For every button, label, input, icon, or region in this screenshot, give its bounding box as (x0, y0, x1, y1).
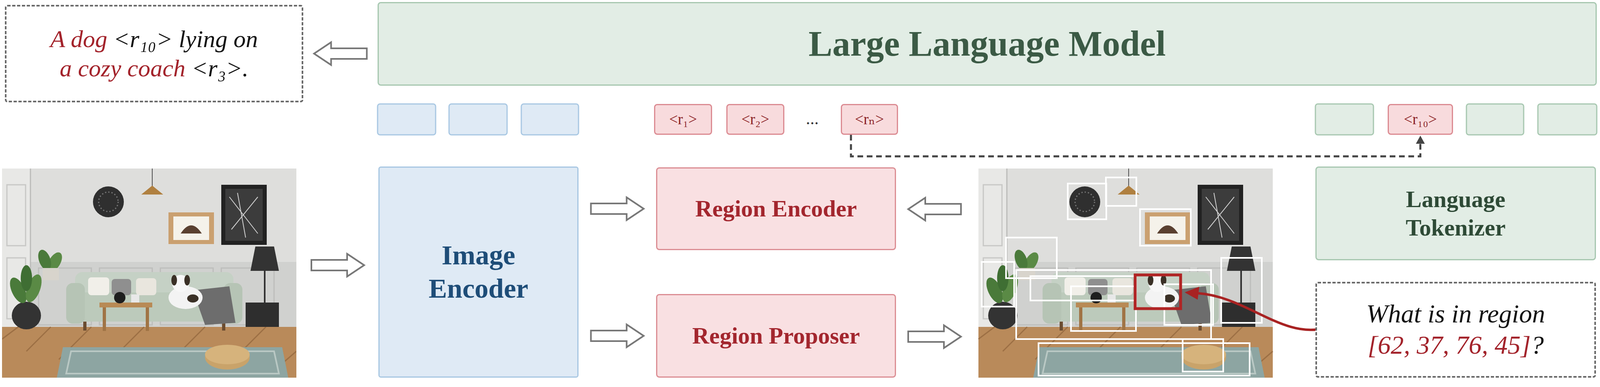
text-line: Language Tokenizer (1374, 185, 1538, 242)
encoder-box: Image Encoder (378, 166, 579, 378)
region-token: <r₁₀> (1387, 103, 1454, 135)
node-text: Region Proposer (692, 322, 860, 349)
query-box: What is in region[62, 37, 76, 45]? (1315, 281, 1596, 378)
arrowhead (1416, 135, 1426, 144)
proposer-box: Region Proposer (656, 293, 897, 378)
node-text: Language Tokenizer (1405, 185, 1506, 241)
ellipsis-label: ... (805, 108, 819, 129)
flow-arrow (908, 325, 961, 348)
encoder-box: Region Encoder (656, 167, 897, 251)
dashed-line (850, 134, 1421, 157)
tokenizer-box: Language Tokenizer (1315, 166, 1596, 261)
node-text: <r₁> (669, 110, 697, 128)
text-wrap: Large Language Model (808, 22, 1166, 66)
proposal-photo (978, 168, 1273, 378)
region-token: <r₁> (654, 103, 713, 135)
node-text: A dog (50, 25, 108, 53)
text-wrap: <r₁₀> (1403, 110, 1438, 129)
text-wrap: <r₁> (669, 110, 697, 129)
node-text: <rₙ> (855, 110, 885, 128)
node-text: Large Language Model (808, 23, 1166, 64)
text-wrap: What is in region[62, 37, 76, 45]? (1366, 298, 1545, 361)
text-wrap: Image Encoder (417, 238, 540, 305)
text-line: <r₂> (741, 110, 769, 129)
node-text: What is in region (1366, 299, 1545, 329)
flow-arrow (908, 197, 961, 221)
text-wrap: Region Proposer (692, 321, 860, 350)
llm-box: Large Language Model (377, 2, 1597, 86)
input-photo (2, 168, 297, 378)
text-line: Large Language Model (808, 22, 1166, 66)
text-line: Region Encoder (695, 194, 858, 223)
flow-arrow (314, 42, 368, 65)
connector (591, 324, 644, 348)
text-wrap: <r₂> (741, 110, 769, 129)
text-wrap: Language Tokenizer (1374, 185, 1538, 242)
node-text: <r₂> (741, 110, 769, 128)
text-line: <r₁> (669, 110, 697, 129)
node-text: ? (1530, 330, 1544, 360)
node-text: [62, 37, 76, 45] (1367, 330, 1531, 360)
text-line: What is in region (1366, 298, 1545, 330)
text-line: <rₙ> (855, 110, 885, 129)
pointer-arrow (1197, 293, 1325, 330)
node-text: a cozy coach (59, 54, 186, 82)
text-line: A dog<r₁₀>lying on (50, 24, 259, 54)
node-text: <r₁₀> (113, 25, 173, 53)
flow-arrow (591, 197, 644, 221)
region-token: <r₂> (726, 103, 785, 135)
text-wrap: <rₙ> (855, 110, 885, 129)
connector (314, 42, 368, 65)
flow-arrow (311, 253, 365, 277)
text-line: a cozy coach<r₃>. (50, 53, 259, 83)
node-text: lying on (178, 25, 258, 53)
node-text: <r₃>. (191, 54, 249, 82)
node-text: Image Encoder (428, 239, 529, 304)
text-wrap: A dog<r₁₀>lying ona cozy coach<r₃>. (50, 24, 259, 83)
connector (591, 197, 644, 221)
output-box: A dog<r₁₀>lying ona cozy coach<r₃>. (4, 4, 304, 103)
node-text: <r₁₀> (1403, 110, 1438, 128)
connector (850, 134, 1426, 157)
flow-arrow (591, 324, 644, 348)
text-line: Region Proposer (692, 321, 860, 350)
region-token: <rₙ> (840, 103, 899, 135)
node-text: Region Encoder (695, 195, 858, 222)
text-line: Image Encoder (417, 238, 540, 305)
text-wrap: Region Encoder (695, 194, 858, 223)
pointer-arrowhead (1184, 286, 1200, 300)
text-line: [62, 37, 76, 45]? (1366, 329, 1545, 361)
text-line: <r₁₀> (1403, 110, 1438, 129)
